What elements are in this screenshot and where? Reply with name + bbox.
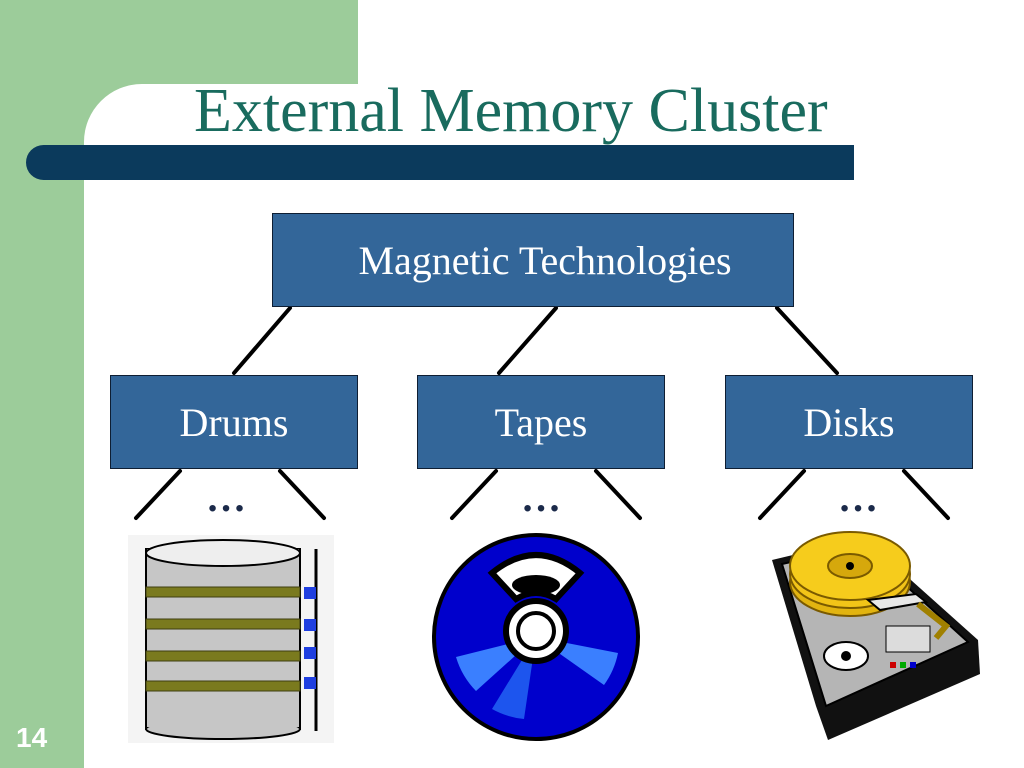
disks-more-ellipsis: … <box>838 475 878 520</box>
connector-drums-right <box>278 469 326 520</box>
connector-root-tapes <box>497 306 558 375</box>
connector-tapes-right <box>594 469 642 520</box>
connector-root-drums <box>232 306 292 375</box>
node-tapes: Tapes <box>417 375 665 469</box>
slide-page-number: 14 <box>16 722 48 753</box>
drum-storage-icon <box>128 535 334 743</box>
connector-root-disks <box>775 306 839 375</box>
node-drums: Drums <box>110 375 358 469</box>
tapes-more-ellipsis: … <box>521 475 561 520</box>
hard-disk-icon <box>772 531 980 740</box>
slide-title: External Memory Cluster <box>194 77 828 145</box>
drums-more-ellipsis: … <box>206 475 246 520</box>
connector-tapes-left <box>450 469 498 520</box>
title-underline-bar <box>26 145 854 180</box>
node-magnetic-technologies: Magnetic Technologies <box>272 213 794 307</box>
connector-drums-left <box>134 469 182 520</box>
connector-disks-right <box>902 469 950 520</box>
connector-disks-left <box>758 469 806 520</box>
node-disks: Disks <box>725 375 973 469</box>
tape-reel-icon <box>432 533 640 741</box>
